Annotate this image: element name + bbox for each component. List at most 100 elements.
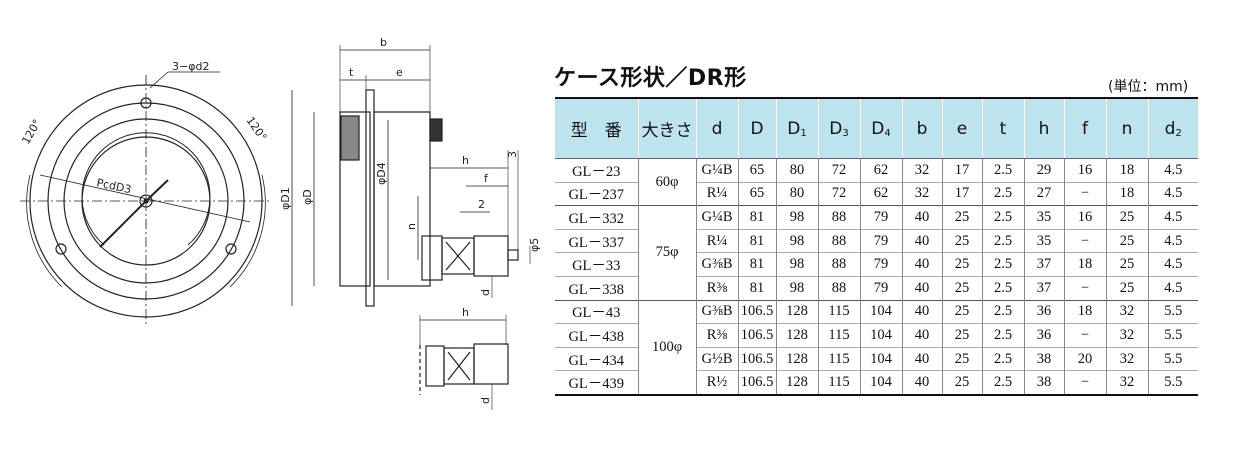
table-cell: 25: [941, 299, 982, 324]
label-pcd: PcdD3: [95, 176, 132, 196]
model-cell: GL－332: [555, 205, 638, 230]
table-cell: 62: [859, 181, 902, 206]
table-cell: 38: [1023, 370, 1064, 395]
front-view: [20, 71, 272, 325]
table-cell: 5.5: [1147, 346, 1198, 371]
table-cell: R¼: [695, 228, 738, 253]
table-cell: 36: [1023, 299, 1064, 324]
table-cell: 81: [737, 275, 776, 301]
model-cell: GL－438: [555, 323, 638, 348]
column-header-subscript: 4: [884, 127, 891, 139]
table-cell: 2.5: [981, 181, 1024, 206]
table-cell: 25: [941, 346, 982, 371]
table-cell: 38: [1023, 346, 1064, 371]
table-cell: 80: [775, 158, 818, 183]
column-header-subscript: 1: [800, 127, 807, 139]
table-cell: 16: [1063, 205, 1106, 230]
table-cell: 4.5: [1147, 275, 1198, 301]
model-cell: GL－337: [555, 228, 638, 253]
column-header-label: h: [1038, 118, 1050, 139]
column-header-label: f: [1082, 118, 1088, 139]
model-cell: GL－33: [555, 252, 638, 277]
table-cell: 5.5: [1147, 299, 1198, 324]
column-header: e: [941, 98, 982, 159]
table-cell: R⅜: [695, 275, 738, 301]
size-cell: 75φ: [637, 205, 696, 301]
table-cell: 2.5: [981, 323, 1024, 348]
bottom-view: [419, 315, 509, 410]
column-header: d2: [1147, 98, 1198, 159]
table-cell: G⅜B: [695, 252, 738, 277]
table-cell: 36: [1023, 323, 1064, 348]
model-cell: GL－237: [555, 181, 638, 206]
table-cell: 17: [941, 181, 982, 206]
label-D: φD: [301, 189, 314, 205]
table-cell: 72: [817, 181, 860, 206]
column-header-label: 型 番: [570, 121, 622, 141]
table-cell: 106.5: [737, 299, 776, 324]
column-header: b: [901, 98, 942, 159]
column-header-label: D: [871, 118, 885, 139]
table-cell: 104: [859, 370, 902, 395]
table-cell: 4.5: [1147, 252, 1198, 277]
table-cell: R⅜: [695, 323, 738, 348]
table-cell: 88: [817, 228, 860, 253]
table-cell: 2.5: [981, 370, 1024, 395]
size-cell: 60φ: [637, 157, 696, 206]
table-cell: 79: [859, 275, 902, 301]
label-e: e: [396, 66, 403, 79]
table-cell: 16: [1063, 158, 1106, 183]
label-h: h: [462, 154, 469, 167]
column-header-label: D: [829, 118, 843, 139]
table-cell: 27: [1023, 181, 1064, 206]
column-header-subscript: 2: [1175, 127, 1182, 139]
table-cell: 2.5: [981, 228, 1024, 253]
table-cell: 18: [1105, 158, 1148, 183]
table-cell: 40: [901, 205, 942, 230]
table-cell: 18: [1063, 299, 1106, 324]
table-cell: 17: [941, 158, 982, 183]
table-cell: 20: [1063, 346, 1106, 371]
table-cell: 35: [1023, 205, 1064, 230]
table-cell: 25: [941, 205, 982, 230]
table-cell: 128: [775, 323, 818, 348]
model-cell: GL－338: [555, 275, 638, 301]
table-cell: 79: [859, 228, 902, 253]
table-cell: 25: [941, 252, 982, 277]
table-cell: R¼: [695, 181, 738, 206]
table-cell: 2.5: [981, 299, 1024, 324]
column-header: 型 番: [555, 98, 638, 159]
drawing-svg: 3−φd2 120° 120° PcdD3 b t e φD1 φD φD4 h…: [19, 36, 541, 410]
table-cell: 128: [775, 299, 818, 324]
label-angle-left: 120°: [19, 117, 44, 146]
table-cell: 25: [941, 275, 982, 301]
table-cell: 2.5: [981, 205, 1024, 230]
table-cell: 18: [1063, 252, 1106, 277]
table-cell: G⅜B: [695, 299, 738, 324]
column-header-subscript: 3: [842, 127, 849, 139]
label-phi5: φ5: [528, 238, 541, 252]
column-header-label: d: [1164, 118, 1176, 139]
table-cell: 2.5: [981, 158, 1024, 183]
table-cell: G½B: [695, 346, 738, 371]
table-cell: 106.5: [737, 323, 776, 348]
column-header-label: D: [787, 118, 801, 139]
table-cell: 72: [817, 158, 860, 183]
side-view: [291, 45, 531, 307]
table-cell: 65: [737, 181, 776, 206]
page-title: ケース形状／DR形: [554, 66, 747, 91]
table-cell: 32: [1105, 370, 1148, 395]
table-cell: 115: [817, 346, 860, 371]
table-cell: 25: [941, 370, 982, 395]
table-cell: 40: [901, 228, 942, 253]
table-cell: 5.5: [1147, 323, 1198, 348]
table-cell: 25: [941, 228, 982, 253]
table-cell: 37: [1023, 275, 1064, 301]
table-cell: 81: [737, 252, 776, 277]
